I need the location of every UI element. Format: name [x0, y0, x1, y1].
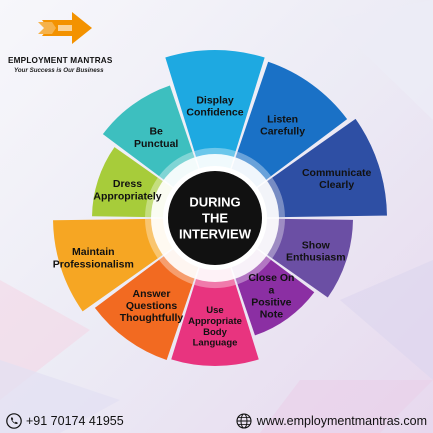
phone-number: +91 70174 41955: [26, 414, 124, 428]
footer-website[interactable]: www.employmentmantras.com: [236, 412, 427, 430]
wheel-segment-6: [94, 241, 203, 360]
wheel-segment-7: [53, 218, 183, 312]
phone-icon: [6, 413, 22, 429]
arrow-logo-icon: [38, 12, 92, 44]
brand-logo: EMPLOYMENT MANTRAS Your Success is Our B…: [8, 10, 128, 76]
wheel-segment-0: [165, 50, 265, 180]
wheel-segment-1: [227, 61, 348, 195]
footer-phone[interactable]: +91 70174 41955: [6, 412, 124, 430]
website-url: www.employmentmantras.com: [256, 414, 427, 428]
globe-icon: [236, 413, 252, 429]
center-circle: [168, 171, 262, 265]
wheel-segment-2: [247, 118, 387, 218]
wheel-segment-5: [171, 256, 259, 366]
brand-name: EMPLOYMENT MANTRAS: [8, 56, 113, 65]
brand-tagline: Your Success is Our Business: [14, 67, 104, 74]
